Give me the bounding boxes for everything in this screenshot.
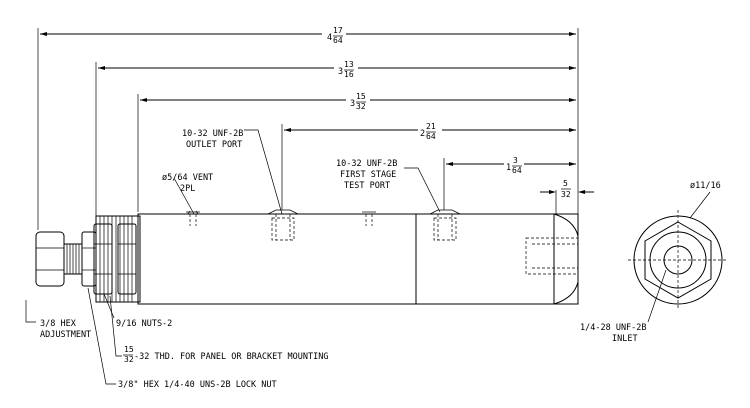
length-dimension-2: 3 13 16 [95, 56, 576, 230]
dim-6-den: 32 [561, 190, 571, 199]
thread-den: 32 [124, 355, 134, 364]
test-port [429, 209, 461, 241]
dim-4-whole: 2 [420, 129, 425, 139]
end-diameter-label: ø11/16 [690, 181, 721, 191]
thread-num: 15 [124, 345, 134, 354]
hex-adjustment-line2: ADJUSTMENT [40, 330, 91, 340]
hex-adjustment [35, 231, 65, 287]
dim-3-num: 15 [356, 92, 366, 101]
hex-adjustment-line1: 3/8 HEX [40, 319, 77, 329]
outlet-port-line2: OUTLET PORT [186, 140, 242, 150]
thread-label: -32 THD. FOR PANEL OR BRACKET MOUNTING [134, 352, 328, 362]
length-dimension-3: 3 15 32 [137, 88, 576, 212]
leaders [25, 129, 711, 385]
regulator-body [137, 213, 579, 305]
dim-4-den: 64 [426, 132, 436, 141]
outlet-port [267, 209, 299, 241]
panel-nut-2 [117, 223, 137, 295]
dim-2-whole: 3 [338, 67, 343, 77]
nuts-label: 9/16 NUTS-2 [116, 319, 172, 329]
dim-3-whole: 3 [350, 99, 355, 109]
dim-4-num: 21 [426, 122, 436, 131]
dim-2-num: 13 [344, 60, 354, 69]
inlet-port [525, 237, 579, 275]
length-dimension-6: 5 32 [540, 179, 594, 214]
test-port-line3: TEST PORT [344, 181, 390, 191]
dim-3-den: 32 [356, 102, 366, 111]
dim-1-num: 17 [333, 26, 343, 35]
test-port-line1: 10-32 UNF-2B [336, 159, 397, 169]
panel-nut-1 [93, 223, 113, 295]
inlet-line2: INLET [612, 334, 638, 344]
dim-2-den: 16 [344, 70, 354, 79]
length-dimension-4: 2 21 64 [281, 118, 576, 210]
vent-line2: 2PL [180, 184, 195, 194]
test-port-line2: FIRST STAGE [340, 170, 396, 180]
end-view [628, 210, 728, 310]
adjustment-stem [63, 243, 83, 275]
vent-port-1 [186, 210, 200, 226]
lock-nut-label: 3/8" HEX 1/4-40 UNS-2B LOCK NUT [118, 380, 277, 390]
dim-5-whole: 1 [506, 163, 511, 173]
inlet-line1: 1/4-28 UNF-2B [580, 323, 647, 333]
outlet-port-line1: 10-32 UNF-2B [182, 129, 243, 139]
vent-port-2 [362, 211, 376, 226]
dim-1-den: 64 [333, 36, 343, 45]
dim-5-num: 3 [513, 156, 518, 165]
dim-5-den: 64 [512, 166, 522, 175]
vent-line1: ø5/64 VENT [162, 173, 213, 183]
overall-length-dimension: 4 17 64 [37, 22, 579, 230]
dim-1-whole: 4 [327, 33, 332, 43]
length-dimension-5: 1 3 64 [443, 152, 576, 210]
dim-6-num: 5 [563, 179, 568, 188]
